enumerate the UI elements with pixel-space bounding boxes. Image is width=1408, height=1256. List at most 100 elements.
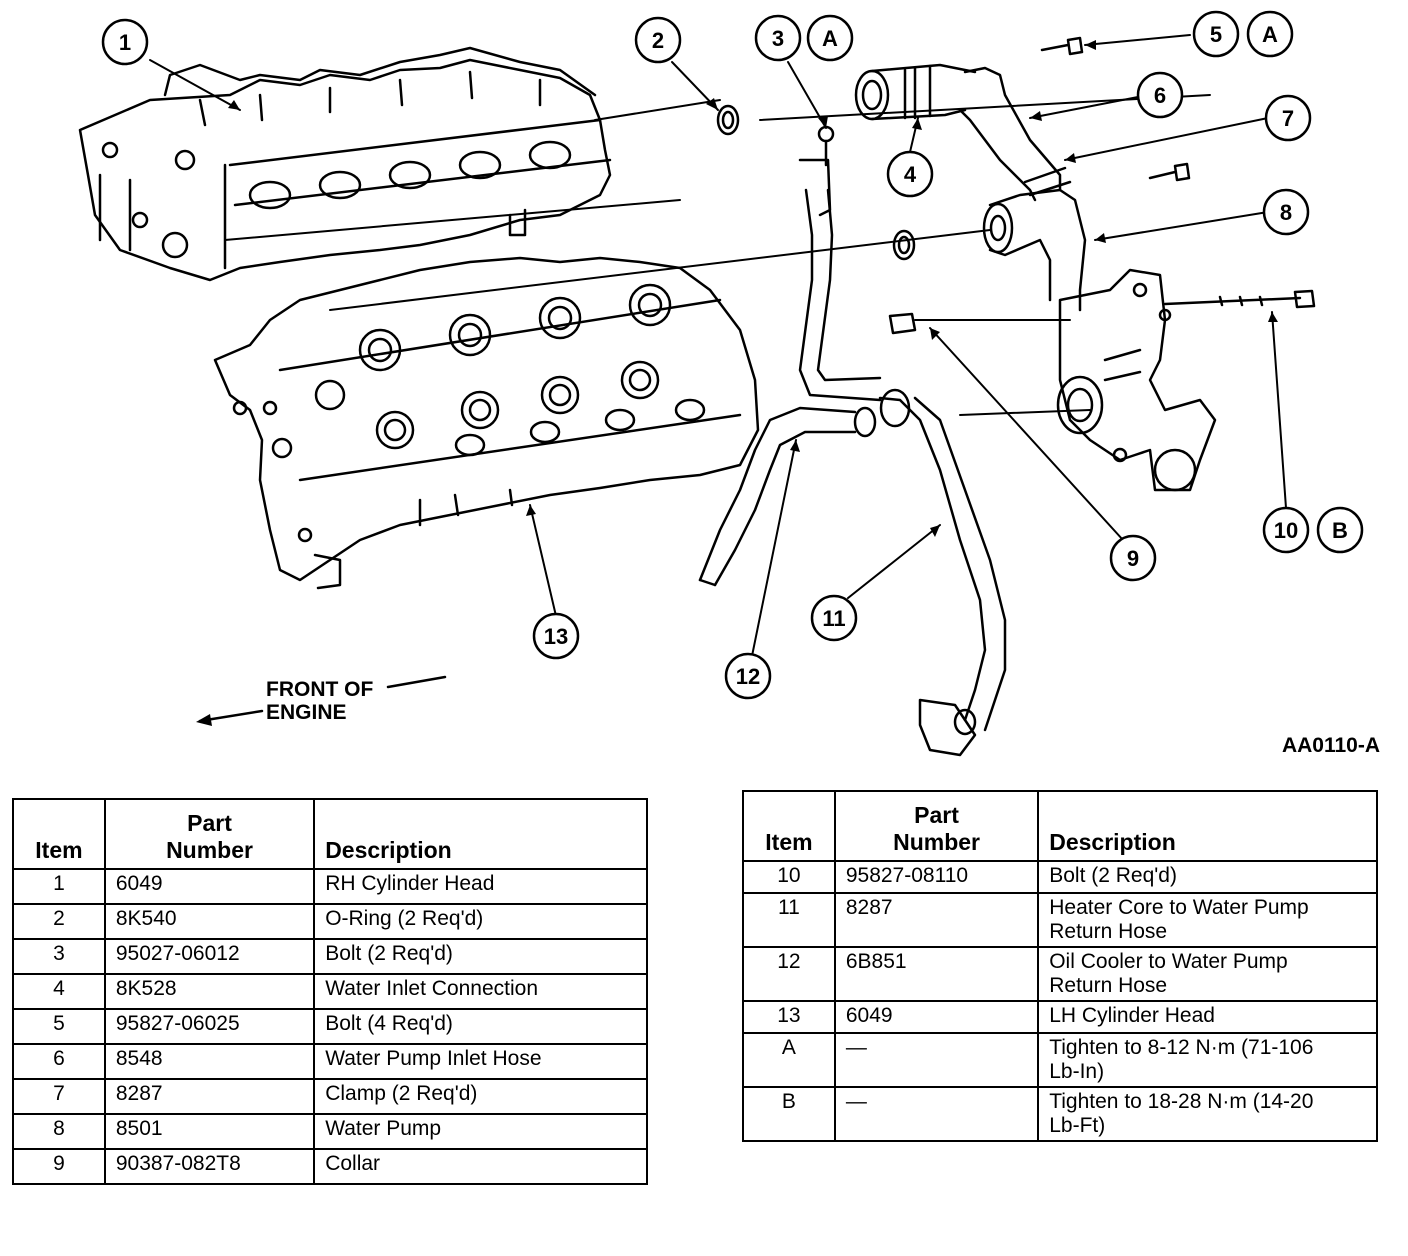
row-description: Bolt (2 Req'd) bbox=[1037, 860, 1378, 894]
row-part-number: 8501 bbox=[103, 1113, 316, 1150]
callout-label: 1 bbox=[119, 30, 131, 55]
header-description: Description bbox=[313, 798, 648, 870]
callout-circle bbox=[1109, 534, 1157, 582]
callout-label: A bbox=[1262, 22, 1278, 47]
row-description: Heater Core to Water Pump Return Hose bbox=[1037, 892, 1378, 948]
row-description: O-Ring (2 Req'd) bbox=[313, 903, 648, 940]
row-item: B bbox=[742, 1086, 836, 1142]
callout-label: 7 bbox=[1282, 106, 1294, 131]
bolt-drawing bbox=[1040, 36, 1084, 56]
row-item: 12 bbox=[742, 946, 836, 1002]
callout-circle bbox=[634, 16, 682, 64]
table-row: A—Tighten to 8-12 N·m (71-106 Lb-In) bbox=[742, 1032, 1378, 1088]
callout-circle bbox=[1262, 188, 1310, 236]
callout-circle bbox=[1246, 10, 1294, 58]
row-part-number: — bbox=[833, 1032, 1040, 1088]
row-description: RH Cylinder Head bbox=[313, 868, 648, 905]
callout-circle bbox=[1136, 71, 1184, 119]
row-item: 1 bbox=[12, 868, 106, 905]
row-description: Collar bbox=[313, 1148, 648, 1185]
callout-circle bbox=[1262, 506, 1310, 554]
row-part-number: 95027-06012 bbox=[103, 938, 316, 975]
oil-cooler-return-hose-drawing bbox=[698, 406, 877, 587]
o-ring-drawing bbox=[716, 104, 740, 136]
row-item: 6 bbox=[12, 1043, 106, 1080]
callout-circle bbox=[101, 18, 149, 66]
front-of-engine-arrow bbox=[196, 675, 447, 726]
callout-label: 3 bbox=[772, 26, 784, 51]
row-item: 4 bbox=[12, 973, 106, 1010]
collar-drawing bbox=[888, 312, 917, 335]
header-item: Item bbox=[742, 790, 836, 862]
row-part-number: 90387-082T8 bbox=[103, 1148, 316, 1185]
figure-id: AA0110-A bbox=[1281, 734, 1380, 757]
row-part-number: 6B851 bbox=[833, 946, 1040, 1002]
callout-circle bbox=[532, 612, 580, 660]
front-label-line2: ENGINE bbox=[266, 701, 347, 724]
row-description: Tighten to 8-12 N·m (71-106 Lb-In) bbox=[1037, 1032, 1378, 1088]
row-item: A bbox=[742, 1032, 836, 1088]
callout-label: 12 bbox=[736, 664, 760, 689]
callout-label: B bbox=[1332, 518, 1348, 543]
row-description: Water Pump bbox=[313, 1113, 648, 1150]
row-part-number: 6049 bbox=[833, 1000, 1040, 1034]
front-label-line1: FRONT OF bbox=[266, 678, 374, 701]
callout-circle bbox=[806, 14, 854, 62]
callout-label: 8 bbox=[1280, 200, 1292, 225]
row-part-number: 8K540 bbox=[103, 903, 316, 940]
callout-circle bbox=[724, 652, 772, 700]
row-description: LH Cylinder Head bbox=[1037, 1000, 1378, 1034]
callout-label: 2 bbox=[652, 28, 664, 53]
rh-cylinder-head-drawing bbox=[78, 46, 612, 282]
table-row: B—Tighten to 18-28 N·m (14-20 Lb-Ft) bbox=[742, 1086, 1378, 1142]
row-part-number: 8K528 bbox=[103, 973, 316, 1010]
row-part-number: — bbox=[833, 1086, 1040, 1142]
callout-label: 5 bbox=[1210, 22, 1222, 47]
water-inlet-connection-drawing bbox=[854, 63, 977, 121]
callout-label: 10 bbox=[1274, 518, 1298, 543]
callout-label: 4 bbox=[904, 162, 917, 187]
row-part-number: 6049 bbox=[103, 868, 316, 905]
callout-label: 9 bbox=[1127, 546, 1139, 571]
row-item: 2 bbox=[12, 903, 106, 940]
row-part-number: 95827-08110 bbox=[833, 860, 1040, 894]
callout-circle bbox=[810, 594, 858, 642]
header-description: Description bbox=[1037, 790, 1378, 862]
header-item: Item bbox=[12, 798, 106, 870]
front-of-engine-label: FRONT OF ENGINE bbox=[266, 678, 373, 724]
row-item: 3 bbox=[12, 938, 106, 975]
row-description: Water Inlet Connection bbox=[313, 973, 648, 1010]
row-part-number: 8287 bbox=[833, 892, 1040, 948]
callout-circle bbox=[886, 150, 934, 198]
row-item: 8 bbox=[12, 1113, 106, 1150]
lh-cylinder-head-drawing bbox=[213, 256, 760, 590]
callout-label: 6 bbox=[1154, 83, 1166, 108]
row-item: 9 bbox=[12, 1148, 106, 1185]
callout-circle bbox=[1316, 506, 1364, 554]
callout-label: 13 bbox=[544, 624, 568, 649]
row-item: 11 bbox=[742, 892, 836, 948]
row-description: Clamp (2 Req'd) bbox=[313, 1078, 648, 1115]
callout-circle bbox=[1264, 94, 1312, 142]
row-part-number: 95827-06025 bbox=[103, 1008, 316, 1045]
leader-lines bbox=[149, 34, 1287, 657]
long-bolt-drawing bbox=[1163, 289, 1316, 309]
row-description: Water Pump Inlet Hose bbox=[313, 1043, 648, 1080]
callout-label: A bbox=[822, 26, 838, 51]
row-item: 5 bbox=[12, 1008, 106, 1045]
